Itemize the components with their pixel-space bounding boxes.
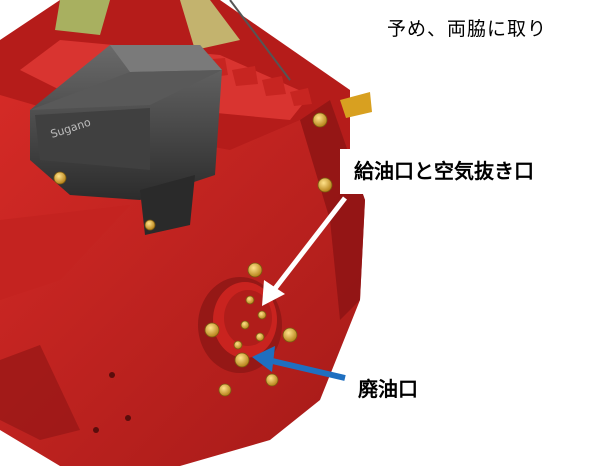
drain-arrow	[252, 346, 346, 381]
fill-vent-label: 給油口と空気抜き口	[340, 149, 544, 194]
drain-label: 廃油口	[358, 377, 418, 401]
fill-vent-arrow	[262, 196, 347, 306]
gearbox-cover: Sugano	[30, 45, 222, 235]
header-text: 予め、両脇に取り	[387, 18, 548, 40]
bolts	[53, 112, 333, 397]
